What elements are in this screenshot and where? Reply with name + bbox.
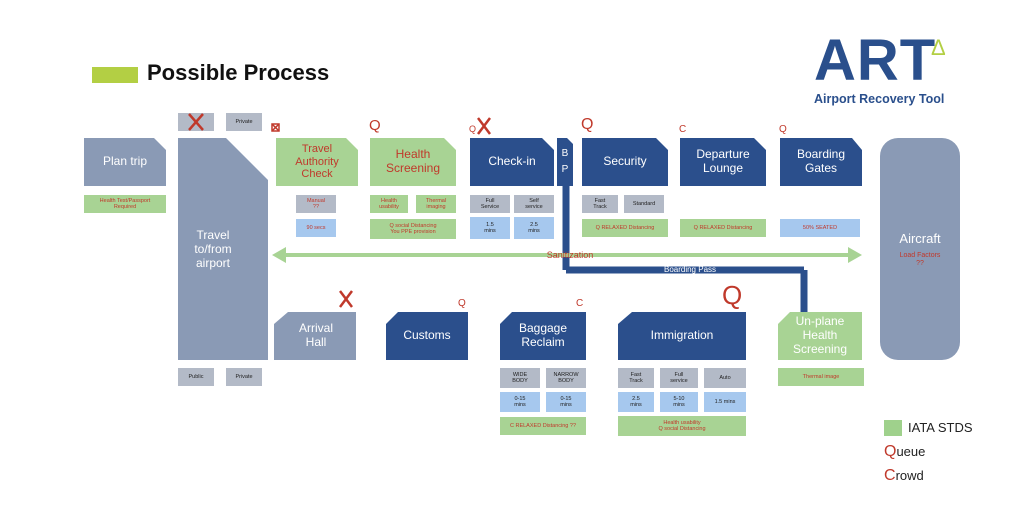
queue-marker: Q <box>779 124 787 135</box>
legend-crowd-initial: C <box>884 467 896 484</box>
travel-authority-shape <box>276 138 358 186</box>
im-t2-tag <box>660 392 698 412</box>
br-wide-tag <box>500 368 540 388</box>
crowd-marker: C <box>679 124 687 135</box>
queue-marker: Q <box>469 124 477 134</box>
baggage-reclaim-shape <box>500 312 586 360</box>
cross-icon <box>188 113 204 131</box>
cross-icon <box>339 290 353 308</box>
hs-health-tag <box>370 195 408 213</box>
queue-marker: Q <box>369 117 381 134</box>
departure-lounge-shape <box>680 138 766 186</box>
im-t3-tag <box>704 392 746 412</box>
legend-iata-label: IATA STDS <box>908 420 973 435</box>
ci-t2-tag <box>514 217 554 239</box>
queue-marker: Q <box>581 116 594 133</box>
im-t1-tag <box>618 392 654 412</box>
hs-thermal-tag <box>416 195 456 213</box>
plan-trip-shape <box>84 138 166 186</box>
customs-shape <box>386 312 468 360</box>
logo-subtitle: Airport Recovery Tool <box>814 92 945 106</box>
ci-full-tag <box>470 195 510 213</box>
legend-queue-rest: ueue <box>896 444 926 459</box>
sec-note-tag <box>582 219 668 237</box>
up-note-tag <box>778 368 864 386</box>
check-in-shape <box>470 138 554 186</box>
logo-wordmark: ART <box>814 28 937 93</box>
br-note-tag <box>500 417 586 435</box>
immigration-shape <box>618 312 746 360</box>
logo-delta-icon: Δ <box>931 35 946 60</box>
hs-note-tag <box>370 219 456 239</box>
security-shape <box>582 138 668 186</box>
plan-trip-note-tag <box>84 195 166 213</box>
legend-queue-initial: Q <box>884 443 897 460</box>
br-narrow-tag <box>546 368 586 388</box>
sanitization-arrow-left <box>272 247 286 263</box>
legend-iata-swatch <box>884 420 902 436</box>
br-t1-tag <box>500 392 540 412</box>
bp-shape <box>557 138 573 186</box>
im-full-tag <box>660 368 698 388</box>
legend-queue: Queue <box>884 443 925 461</box>
bottom-public-tag <box>178 368 214 386</box>
arrival-hall-shape <box>274 312 356 360</box>
legend-crowd: Crowd <box>884 467 924 485</box>
bottom-private-tag <box>226 368 262 386</box>
sanitization-arrow-right <box>848 247 862 263</box>
im-note-tag <box>618 416 746 436</box>
page-title: Possible Process <box>147 60 330 85</box>
unplane-shape <box>778 312 862 360</box>
boarding-gates-shape <box>780 138 862 186</box>
ci-t1-tag <box>470 217 510 239</box>
dl-note-tag <box>680 219 766 237</box>
health-screening-shape <box>370 138 456 186</box>
aircraft-shape <box>880 138 960 360</box>
crowd-marker: C <box>576 298 584 309</box>
cross-icon <box>477 117 491 135</box>
im-auto-tag <box>704 368 746 388</box>
title-color-bar <box>92 67 138 83</box>
queue-marker: Q <box>722 280 743 310</box>
ta-manual-tag <box>296 195 336 213</box>
ci-self-tag <box>514 195 554 213</box>
cross-icon <box>271 123 280 132</box>
ta-time-tag <box>296 219 336 237</box>
bg-note-tag <box>780 219 860 237</box>
im-fast-tag <box>618 368 654 388</box>
queue-marker: Q <box>458 298 466 309</box>
br-t2-tag <box>546 392 586 412</box>
sec-std-tag <box>624 195 664 213</box>
legend-crowd-rest: rowd <box>895 468 924 483</box>
sec-fast-tag <box>582 195 618 213</box>
top-private-tag <box>226 113 262 131</box>
travel-shape <box>178 138 268 360</box>
